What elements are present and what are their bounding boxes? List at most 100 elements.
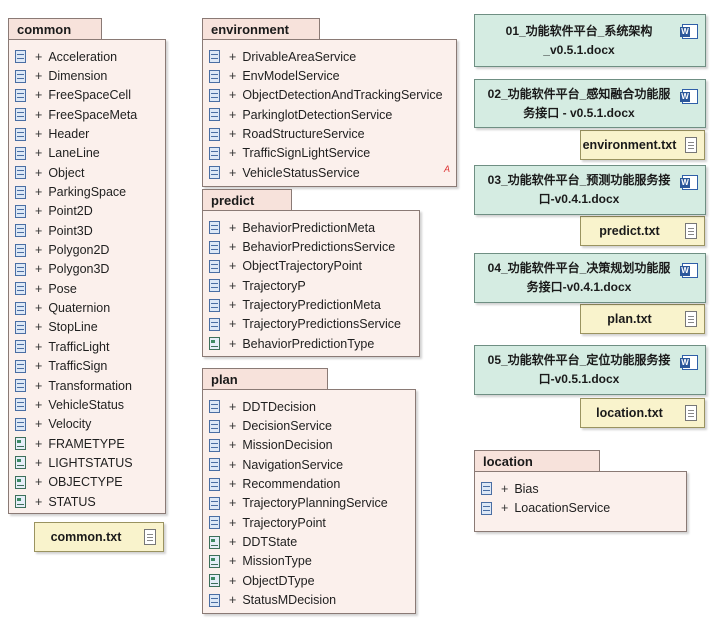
class-icon	[15, 243, 26, 257]
class-item[interactable]: +MissionDecision	[209, 436, 411, 455]
class-item[interactable]: +FreeSpaceCell	[15, 86, 161, 105]
class-item[interactable]: +DrivableAreaService	[209, 47, 452, 66]
class-item[interactable]: +StopLine	[15, 318, 161, 337]
class-name: TrajectoryPredictionMeta	[242, 298, 381, 313]
class-item[interactable]: +BehaviorPredictionType	[209, 334, 415, 353]
class-item[interactable]: +VehicleStatus	[15, 395, 161, 414]
class-icon	[209, 458, 220, 472]
class-item[interactable]: +Quaternion	[15, 298, 161, 317]
class-name: DrivableAreaService	[242, 49, 357, 64]
note-plan-txt[interactable]: plan.txt	[580, 304, 705, 334]
document-04-decision-planning[interactable]: 04_功能软件平台_决策规划功能服务接口-v0.4.1.docx W	[474, 253, 706, 303]
class-item[interactable]: +BehaviorPredictionMeta	[209, 218, 415, 237]
class-item[interactable]: +VehicleStatusService	[209, 163, 452, 182]
class-item[interactable]: +DDTDecision	[209, 397, 411, 416]
class-item[interactable]: +ParkinglotDetectionService	[209, 105, 452, 124]
public-visibility-marker: +	[229, 399, 237, 414]
class-item[interactable]: +OBJECTYPE	[15, 473, 161, 492]
public-visibility-marker: +	[229, 127, 237, 142]
note-location-txt[interactable]: location.txt	[580, 398, 705, 428]
package-common[interactable]: common +Acceleration+Dimension+FreeSpace…	[8, 18, 166, 514]
class-item[interactable]: +Bias	[481, 479, 682, 498]
package-title: common	[17, 22, 72, 37]
public-visibility-marker: +	[229, 554, 237, 569]
class-item[interactable]: +TrajectoryPoint	[209, 513, 411, 532]
public-visibility-marker: +	[229, 317, 237, 332]
document-01-system-architecture[interactable]: 01_功能软件平台_系统架构_v0.5.1.docx W	[474, 14, 706, 67]
class-item[interactable]: +TrajectoryPlanningService	[209, 494, 411, 513]
class-item[interactable]: +DDTState	[209, 532, 411, 551]
text-file-icon	[685, 311, 697, 327]
class-item[interactable]: +ObjectDetectionAndTrackingService	[209, 86, 452, 105]
public-visibility-marker: +	[35, 49, 43, 64]
public-visibility-marker: +	[229, 477, 237, 492]
class-item[interactable]: +Recommendation	[209, 474, 411, 493]
class-item[interactable]: +STATUS	[15, 492, 161, 511]
class-item[interactable]: +LaneLine	[15, 144, 161, 163]
note-environment-txt[interactable]: environment.txt	[580, 130, 705, 160]
class-item[interactable]: +TrajectoryPredictionsService	[209, 315, 415, 334]
document-03-prediction[interactable]: 03_功能软件平台_预测功能服务接口-v0.4.1.docx W	[474, 165, 706, 215]
public-visibility-marker: +	[229, 259, 237, 274]
class-item[interactable]: +ObjectDType	[209, 571, 411, 590]
package-location[interactable]: location +Bias+LoacationService	[474, 450, 687, 532]
class-item[interactable]: +MissionType	[209, 552, 411, 571]
class-item[interactable]: +Polygon2D	[15, 240, 161, 259]
document-title-line2: 口-v0.4.1.docx	[538, 192, 620, 206]
class-item[interactable]: +Velocity	[15, 415, 161, 434]
class-item[interactable]: +BehaviorPredictionsService	[209, 237, 415, 256]
class-item[interactable]: +ObjectTrajectoryPoint	[209, 257, 415, 276]
package-predict[interactable]: predict +BehaviorPredictionMeta+Behavior…	[202, 189, 420, 357]
public-visibility-marker: +	[229, 438, 237, 453]
red-mark-icon: A	[443, 164, 450, 174]
class-item[interactable]: +FRAMETYPE	[15, 434, 161, 453]
class-item[interactable]: +Header	[15, 124, 161, 143]
class-name: FreeSpaceCell	[48, 88, 131, 103]
class-name: TrajectoryPlanningService	[242, 496, 388, 511]
public-visibility-marker: +	[35, 378, 43, 393]
class-item[interactable]: +FreeSpaceMeta	[15, 105, 161, 124]
class-item[interactable]: +EnvModelService	[209, 66, 452, 85]
class-item[interactable]: +StatusMDecision	[209, 590, 411, 609]
document-title: 05_功能软件平台_定位功能服务接口-v0.5.1.docx	[481, 346, 677, 394]
note-common-txt[interactable]: common.txt	[34, 522, 164, 552]
class-item[interactable]: +Pose	[15, 279, 161, 298]
class-icon	[15, 262, 26, 276]
package-tab: location	[474, 450, 600, 472]
class-item[interactable]: +NavigationService	[209, 455, 411, 474]
word-document-icon: W	[680, 24, 698, 39]
class-item[interactable]: +TrafficSign	[15, 357, 161, 376]
note-predict-txt[interactable]: predict.txt	[580, 216, 705, 246]
class-item[interactable]: +DecisionService	[209, 416, 411, 435]
class-icon	[209, 166, 220, 180]
class-item[interactable]: +Polygon3D	[15, 260, 161, 279]
class-item[interactable]: +TrafficLight	[15, 337, 161, 356]
class-name: Quaternion	[48, 301, 111, 316]
package-plan[interactable]: plan +DDTDecision+DecisionService+Missio…	[202, 368, 416, 614]
class-item[interactable]: +TrafficSignLightService	[209, 144, 452, 163]
class-icon	[15, 340, 26, 354]
document-05-localization[interactable]: 05_功能软件平台_定位功能服务接口-v0.5.1.docx W	[474, 345, 706, 395]
class-item[interactable]: +Point3D	[15, 221, 161, 240]
class-name: Transformation	[48, 378, 132, 393]
class-item[interactable]: +LIGHTSTATUS	[15, 453, 161, 472]
class-item[interactable]: +LoacationService	[481, 498, 682, 517]
class-item[interactable]: +Point2D	[15, 202, 161, 221]
document-02-perception-fusion[interactable]: 02_功能软件平台_感知融合功能服务接口 - v0.5.1.docx W	[474, 79, 706, 128]
class-item[interactable]: +RoadStructureService	[209, 124, 452, 143]
class-item[interactable]: +Object	[15, 163, 161, 182]
public-visibility-marker: +	[229, 336, 237, 351]
public-visibility-marker: +	[229, 165, 237, 180]
class-item[interactable]: + Transformation	[15, 376, 161, 395]
public-visibility-marker: +	[35, 243, 43, 258]
class-item[interactable]: +Dimension	[15, 66, 161, 85]
class-icon	[209, 516, 220, 530]
class-list: +DrivableAreaService+EnvModelService+Obj…	[209, 47, 452, 182]
class-item[interactable]: +TrajectoryPredictionMeta	[209, 295, 415, 314]
public-visibility-marker: +	[35, 185, 43, 200]
class-item[interactable]: +TrajectoryP	[209, 276, 415, 295]
class-name: ParkinglotDetectionService	[242, 107, 393, 122]
class-item[interactable]: +ParkingSpace	[15, 182, 161, 201]
class-item[interactable]: +Acceleration	[15, 47, 161, 66]
package-environment[interactable]: environment +DrivableAreaService+EnvMode…	[202, 18, 457, 187]
